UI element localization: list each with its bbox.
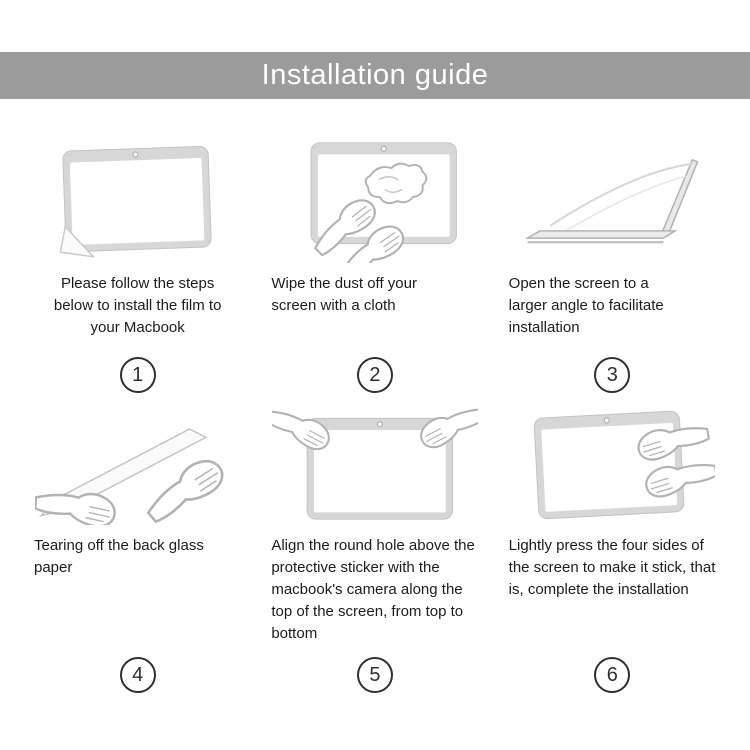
hand-icon (271, 399, 336, 456)
step-number-badge: 5 (356, 657, 393, 693)
step-number-badge: 1 (119, 357, 156, 393)
step-4: Tearing off the back glass paper 4 (30, 399, 245, 699)
peeled-film-corner (59, 225, 96, 258)
step-3: Open the screen to a larger angle to fac… (505, 137, 720, 399)
laptop-screen (660, 158, 699, 238)
peel-corner-tablet-icon (30, 137, 245, 263)
step-2: Wipe the dust off your screen with a clo… (267, 137, 482, 399)
step-5: Align the round hole above the protectiv… (267, 399, 482, 699)
step-1: Please follow the steps below to install… (30, 137, 245, 399)
cloth-folds (378, 176, 403, 193)
tablet-icon (533, 410, 686, 520)
step-number-badge: 6 (594, 657, 631, 693)
step-6: Lightly press the four sides of the scre… (505, 399, 720, 699)
step-number-badge: 2 (356, 357, 393, 393)
step-caption: Align the round hole above the protectiv… (271, 537, 475, 642)
step-number-badge: 4 (119, 657, 156, 693)
laptop-base (524, 230, 678, 239)
step-caption: Please follow the steps below to install… (53, 275, 222, 336)
tear-backing-icon (30, 399, 245, 525)
step-caption: Open the screen to a larger angle to fac… (508, 275, 664, 336)
tablet-icon (61, 145, 212, 253)
header-bar: Installation guide (0, 52, 750, 99)
align-film-icon (267, 399, 482, 525)
wipe-cloth-icon (267, 137, 482, 263)
press-edges-icon (505, 399, 720, 525)
page-title: Installation guide (261, 59, 489, 91)
opening-motion-arc (565, 175, 687, 232)
step-number-badge: 3 (594, 357, 631, 393)
cloth-icon (364, 162, 428, 205)
step-caption: Tearing off the back glass paper (34, 537, 204, 576)
step-caption: Wipe the dust off your screen with a clo… (271, 275, 417, 314)
steps-grid: Please follow the steps below to install… (0, 137, 750, 699)
opening-motion-arc (549, 162, 692, 227)
open-laptop-icon (505, 137, 720, 263)
step-caption: Lightly press the four sides of the scre… (508, 537, 716, 598)
